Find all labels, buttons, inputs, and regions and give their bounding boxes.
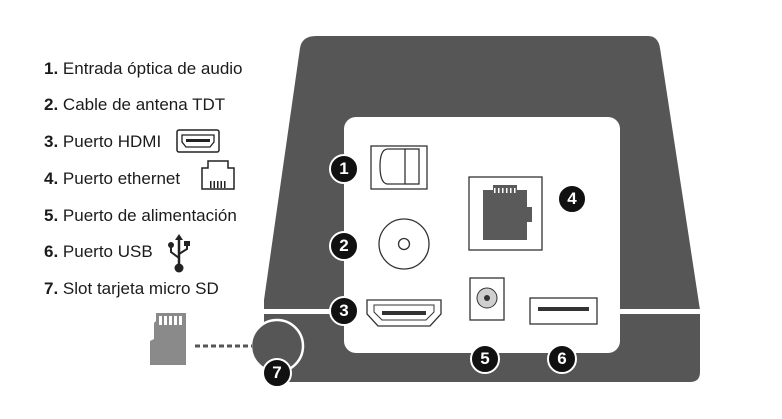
callout-1: 1 (329, 154, 359, 184)
ethernet-icon (201, 160, 235, 190)
antenna-port (378, 218, 430, 270)
legend-label: Puerto ethernet (62, 169, 181, 188)
callout-3: 3 (329, 296, 359, 326)
usb-icon (168, 234, 190, 273)
legend-num: 5. (44, 206, 59, 225)
legend-num: 4. (44, 169, 59, 188)
legend-num: 6. (44, 242, 59, 261)
legend-label: Puerto HDMI (62, 132, 162, 151)
optical-audio-port (370, 145, 428, 190)
legend-item-6: 6. Puerto USB (44, 241, 153, 263)
power-port (469, 277, 505, 321)
legend-item-2: 2. Cable de antena TDT (44, 94, 225, 116)
port-panel (344, 117, 620, 353)
sd-card-icon (150, 313, 186, 365)
callout-7: 7 (262, 358, 292, 388)
legend-num: 2. (44, 95, 59, 114)
legend-label: Slot tarjeta micro SD (62, 279, 219, 298)
callout-4: 4 (557, 184, 587, 214)
legend-label: Entrada óptica de audio (62, 59, 243, 78)
legend-num: 7. (44, 279, 59, 298)
legend-label: Puerto de alimentación (62, 206, 237, 225)
legend-num: 1. (44, 59, 59, 78)
legend-item-5: 5. Puerto de alimentación (44, 205, 237, 227)
ethernet-port (468, 176, 543, 251)
legend-label: Puerto USB (62, 242, 153, 261)
legend-item-7: 7. Slot tarjeta micro SD (44, 278, 219, 300)
legend-num: 3. (44, 132, 59, 151)
legend-item-3: 3. Puerto HDMI (44, 131, 161, 153)
legend-item-4: 4. Puerto ethernet (44, 168, 180, 190)
callout-5: 5 (470, 344, 500, 374)
callout-2: 2 (329, 231, 359, 261)
usb-port (529, 297, 598, 325)
hdmi-port (366, 299, 442, 327)
legend-item-1: 1. Entrada óptica de audio (44, 58, 243, 80)
callout-6: 6 (547, 344, 577, 374)
hdmi-icon (176, 129, 220, 153)
legend-label: Cable de antena TDT (62, 95, 226, 114)
